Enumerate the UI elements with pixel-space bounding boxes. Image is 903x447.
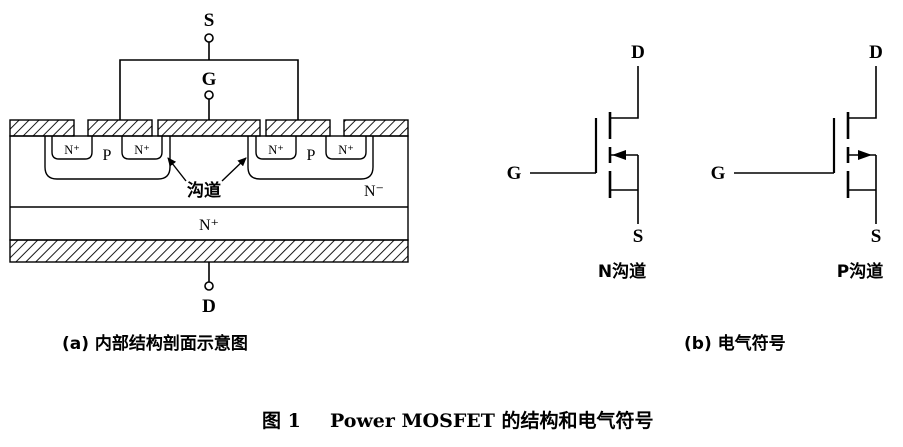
n-channel-body-arrow-icon bbox=[612, 150, 626, 160]
n-minus-drift-label: N⁻ bbox=[364, 183, 384, 200]
source-metal-right-edge bbox=[343, 119, 409, 137]
source-wire bbox=[119, 42, 299, 120]
source-metal-right bbox=[265, 119, 331, 137]
n-plus-substrate-label: N⁺ bbox=[199, 217, 219, 234]
p-channel-drain-label: D bbox=[869, 42, 883, 63]
source-metal-left-edge bbox=[9, 119, 75, 137]
caption-b: (b) 电气符号 bbox=[684, 333, 786, 354]
n-plus-source-region-4 bbox=[325, 136, 367, 160]
n-plus-source-label-3: N⁺ bbox=[268, 143, 284, 157]
p-channel-symbol: D G S P沟道 bbox=[711, 42, 884, 282]
p-channel-body-source-lead bbox=[848, 154, 877, 224]
n-plus-source-label-2: N⁺ bbox=[134, 143, 150, 157]
n-channel-drain-label: D bbox=[631, 42, 645, 63]
source-terminal-label: S bbox=[204, 10, 215, 31]
n-channel-source-label: S bbox=[633, 226, 644, 247]
n-plus-source-label-1: N⁺ bbox=[64, 143, 80, 157]
channel-label: 沟道 bbox=[187, 180, 221, 201]
p-well-left bbox=[44, 136, 171, 180]
caption-a: (a) 内部结构剖面示意图 bbox=[62, 333, 248, 354]
n-plus-source-label-4: N⁺ bbox=[338, 143, 354, 157]
n-channel-symbol: D G S N沟道 bbox=[507, 42, 647, 282]
source-metal-left bbox=[87, 119, 153, 137]
figure-number: 图 1 bbox=[262, 410, 301, 432]
drain-metal-layer bbox=[9, 239, 409, 263]
p-channel-gate-label: G bbox=[711, 163, 726, 184]
p-well-label-right: P bbox=[307, 147, 316, 164]
cross-section-diagram: S G N⁺ N⁺ N⁺ bbox=[9, 10, 409, 317]
gate-electrode bbox=[157, 119, 261, 137]
n-channel-drain-lead bbox=[610, 66, 639, 119]
drain-terminal-label: D bbox=[202, 296, 216, 317]
source-terminal-node bbox=[204, 33, 214, 43]
n-channel-symbol-label: N沟道 bbox=[598, 261, 646, 282]
channel-arrow-left bbox=[167, 157, 187, 182]
p-channel-drain-lead bbox=[848, 66, 877, 119]
n-plus-source-region-3 bbox=[255, 136, 297, 160]
figure-title: Power MOSFET 的结构和电气符号 bbox=[330, 409, 654, 432]
n-channel-gate-label: G bbox=[507, 163, 522, 184]
p-channel-body-arrow-icon bbox=[858, 150, 872, 160]
silicon-body bbox=[9, 135, 409, 241]
channel-arrow-right bbox=[221, 157, 247, 182]
gate-terminal-label: G bbox=[202, 69, 217, 90]
figure-caption: 图 1 Power MOSFET 的结构和电气符号 bbox=[262, 409, 654, 432]
p-well-right bbox=[247, 136, 374, 180]
n-plus-source-region-2 bbox=[121, 136, 163, 160]
p-channel-source-label: S bbox=[871, 226, 882, 247]
n-plus-source-region-1 bbox=[51, 136, 93, 160]
p-well-label-left: P bbox=[103, 147, 112, 164]
p-channel-symbol-label: P沟道 bbox=[837, 261, 883, 282]
n-channel-body-source-lead bbox=[610, 154, 639, 224]
gate-terminal-node bbox=[204, 90, 214, 100]
drain-terminal-node bbox=[204, 281, 214, 291]
